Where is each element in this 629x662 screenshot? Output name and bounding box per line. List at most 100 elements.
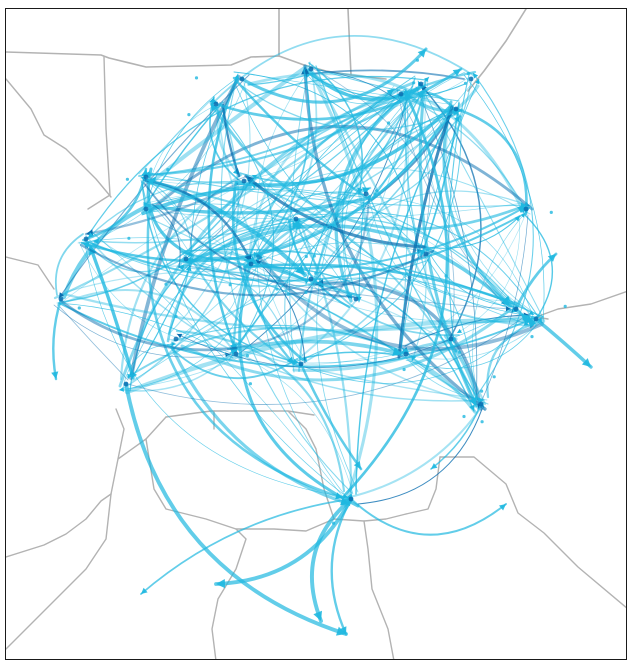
flow-line[interactable] — [143, 182, 355, 298]
flow-node[interactable] — [398, 91, 404, 97]
flow-line[interactable] — [79, 243, 435, 297]
flow-node[interactable] — [123, 381, 129, 387]
flow-node[interactable] — [233, 351, 239, 357]
flow-line[interactable] — [59, 306, 129, 381]
flow-line[interactable] — [342, 90, 449, 498]
flow-node[interactable] — [213, 101, 219, 107]
flow-line[interactable] — [477, 214, 529, 410]
flow-line[interactable] — [84, 167, 148, 241]
flow-line[interactable] — [299, 362, 363, 471]
flow-line[interactable] — [146, 179, 539, 323]
flow-line[interactable] — [239, 90, 423, 184]
flow-line[interactable] — [472, 212, 526, 406]
flow-line[interactable] — [149, 172, 527, 207]
flow-line[interactable] — [472, 72, 534, 399]
flow-node[interactable] — [453, 106, 459, 112]
flow-line[interactable] — [523, 213, 553, 323]
flow-line[interactable] — [138, 100, 211, 175]
flow-line[interactable] — [127, 313, 529, 405]
flow-line[interactable] — [146, 210, 345, 500]
flow-line[interactable] — [255, 259, 306, 364]
flow-node[interactable] — [241, 178, 247, 184]
flow-line[interactable] — [124, 382, 348, 636]
flow-line[interactable] — [141, 181, 300, 364]
flow-line[interactable] — [355, 114, 452, 495]
flow-line[interactable] — [141, 203, 353, 300]
flow-node[interactable] — [298, 361, 304, 367]
flow-line[interactable] — [310, 497, 353, 623]
flow-line[interactable] — [146, 78, 237, 204]
flow-line[interactable] — [84, 243, 349, 498]
flow-line[interactable] — [244, 174, 427, 249]
flow-line[interactable] — [243, 258, 361, 298]
flow-line[interactable] — [248, 89, 429, 186]
flow-line[interactable] — [169, 343, 351, 506]
flow-line[interactable] — [52, 297, 63, 381]
flow-line[interactable] — [187, 262, 403, 357]
flow-line[interactable] — [243, 263, 518, 306]
flow-line[interactable] — [59, 299, 238, 352]
flow-line[interactable] — [189, 256, 302, 369]
flow-line[interactable] — [315, 113, 459, 283]
flow-line[interactable] — [302, 351, 399, 359]
flow-node[interactable] — [348, 496, 354, 502]
flow-line[interactable] — [56, 302, 234, 359]
flow-node[interactable] — [523, 206, 529, 212]
flow-line[interactable] — [145, 178, 299, 224]
flow-line[interactable] — [240, 47, 428, 104]
flow-line[interactable] — [330, 497, 353, 636]
flow-line[interactable] — [417, 80, 543, 317]
flow-node[interactable] — [533, 316, 539, 322]
flow-line[interactable] — [148, 125, 534, 213]
flow-node[interactable] — [418, 81, 424, 87]
flow-line[interactable] — [166, 223, 302, 343]
flow-node[interactable] — [143, 174, 149, 180]
flow-line[interactable] — [127, 226, 301, 380]
flow-map[interactable] — [6, 9, 627, 660]
flow-line[interactable] — [85, 235, 485, 402]
flow-line[interactable] — [246, 94, 404, 272]
flow-line[interactable] — [140, 498, 352, 595]
flow-line[interactable] — [514, 252, 558, 311]
flow-line[interactable] — [257, 242, 424, 263]
flow-line[interactable] — [430, 403, 482, 470]
flow-node[interactable] — [58, 296, 64, 302]
flow-line[interactable] — [180, 308, 512, 382]
flow-line[interactable] — [62, 292, 531, 332]
flow-node[interactable] — [353, 296, 359, 302]
flow-line[interactable] — [65, 270, 457, 348]
flow-line[interactable] — [55, 233, 84, 296]
flow-node[interactable] — [308, 276, 314, 282]
flow-line[interactable] — [213, 105, 275, 361]
flow-line[interactable] — [187, 167, 531, 258]
flow-line[interactable] — [92, 113, 455, 244]
flow-line[interactable] — [140, 179, 344, 495]
flow-line[interactable] — [118, 81, 415, 388]
flow-line[interactable] — [299, 220, 530, 326]
flow-line[interactable] — [214, 67, 463, 121]
flow-line[interactable] — [256, 254, 544, 351]
flow-line[interactable] — [77, 237, 353, 298]
flow-line[interactable] — [534, 317, 593, 369]
flow-line[interactable] — [167, 344, 298, 380]
flow-line[interactable] — [368, 198, 536, 323]
flow-line[interactable] — [397, 105, 454, 359]
flow-line[interactable] — [167, 338, 354, 495]
flow-line[interactable] — [316, 69, 402, 103]
flow-line[interactable] — [180, 98, 395, 263]
flow-line[interactable] — [357, 408, 483, 505]
flow-line[interactable] — [404, 314, 530, 347]
flow-line[interactable] — [176, 333, 452, 369]
flow-line[interactable] — [308, 62, 363, 195]
flow-line[interactable] — [151, 203, 181, 268]
flow-node[interactable] — [183, 256, 189, 262]
flow-node[interactable] — [239, 76, 245, 82]
flow-line[interactable] — [237, 339, 404, 356]
flow-line[interactable] — [242, 264, 296, 366]
flow-node[interactable] — [403, 351, 409, 357]
flow-node[interactable] — [143, 206, 149, 212]
flow-line[interactable] — [350, 498, 507, 536]
flow-line[interactable] — [226, 197, 371, 351]
flow-line[interactable] — [365, 196, 537, 327]
flow-line[interactable] — [429, 253, 519, 308]
